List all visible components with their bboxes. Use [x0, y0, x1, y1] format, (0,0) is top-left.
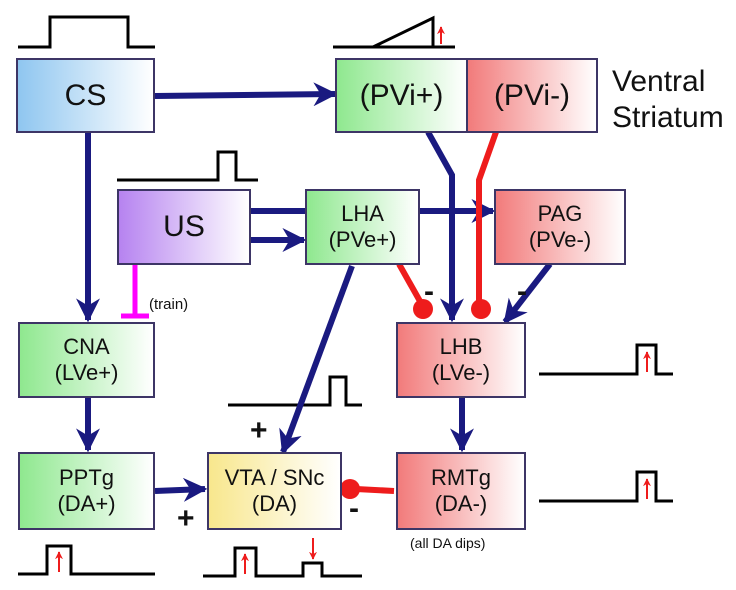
ventral-striatum-label: Ventral Striatum	[612, 64, 724, 136]
rmtg-timing-trace	[539, 470, 673, 503]
cs-timing-trace	[18, 15, 155, 49]
cs-node: CS	[16, 58, 155, 133]
cna-name: CNA	[63, 333, 110, 359]
vta-top-timing-trace	[228, 375, 362, 407]
pvi-minus-node: (PVi-)	[466, 58, 598, 133]
vta-role: (DA)	[251, 491, 298, 516]
pvi-plus-label: (PVi+)	[359, 78, 444, 112]
lha-role: (PVe+)	[328, 227, 397, 252]
rmtg-to-vta-inhibition	[355, 486, 395, 494]
minus-sign-lhb-left: -	[424, 275, 434, 308]
pptg-name: PPTg	[58, 464, 115, 490]
vta-node: VTA / SNc (DA)	[207, 452, 342, 530]
vta-bottom-timing-trace	[203, 546, 362, 578]
us-node: US	[117, 189, 251, 265]
rmtg-role: (DA-)	[434, 491, 488, 516]
pvi-plus-node: (PVi+)	[335, 58, 466, 133]
pvi-plus-to-lhb-arrow	[425, 130, 464, 323]
train-label: (train)	[149, 296, 189, 313]
lhb-name: LHB	[439, 333, 483, 359]
lha-to-vta-arrow	[279, 264, 355, 455]
pag-name: PAG	[537, 200, 583, 226]
pptg-role: (DA+)	[57, 491, 116, 516]
pvi-minus-inhibition-terminal	[471, 299, 491, 319]
cna-node: CNA (LVe+)	[18, 322, 155, 398]
lha-inhibition-terminal	[413, 299, 433, 319]
cna-role: (LVe+)	[54, 360, 119, 385]
lhb-node: LHB (LVe-)	[396, 322, 526, 398]
lha-to-lhb-inhibition	[396, 262, 424, 305]
lhb-timing-trace	[539, 343, 673, 376]
pag-to-lhb-arrow	[502, 262, 553, 324]
lha-name: LHA	[341, 200, 384, 226]
rmtg-name: RMTg	[431, 464, 491, 490]
ventral-striatum-line1: Ventral	[612, 65, 706, 98]
us-timing-trace	[117, 150, 258, 182]
rmtg-inhibition-terminal	[340, 479, 360, 499]
cs-to-pvi-arrow	[154, 82, 338, 107]
pvi-timing-trace	[333, 15, 455, 49]
pag-node: PAG (PVe-)	[494, 189, 626, 265]
minus-sign-vta-right: -	[349, 492, 359, 525]
rmtg-node: RMTg (DA-)	[396, 452, 526, 530]
vta-name: VTA / SNc	[224, 464, 325, 490]
minus-sign-lhb-right: -	[517, 275, 527, 308]
plus-sign-vta-top: +	[250, 414, 268, 447]
cs-label: CS	[64, 78, 107, 112]
plus-sign-vta-left: +	[177, 502, 195, 535]
pptg-timing-trace	[18, 544, 155, 576]
pvi-minus-to-lhb-inhibition	[476, 130, 499, 302]
lhb-role: (LVe-)	[431, 360, 491, 385]
pptg-node: PPTg (DA+)	[18, 452, 155, 530]
pag-role: (PVe-)	[528, 227, 592, 252]
pptg-to-vta-arrow	[154, 477, 208, 502]
ventral-striatum-line2: Striatum	[612, 101, 724, 134]
pvi-minus-label: (PVi-)	[493, 78, 571, 112]
all-da-dips-label: (all DA dips)	[410, 535, 486, 551]
us-label: US	[163, 210, 205, 243]
lha-node: LHA (PVe+)	[305, 189, 420, 265]
